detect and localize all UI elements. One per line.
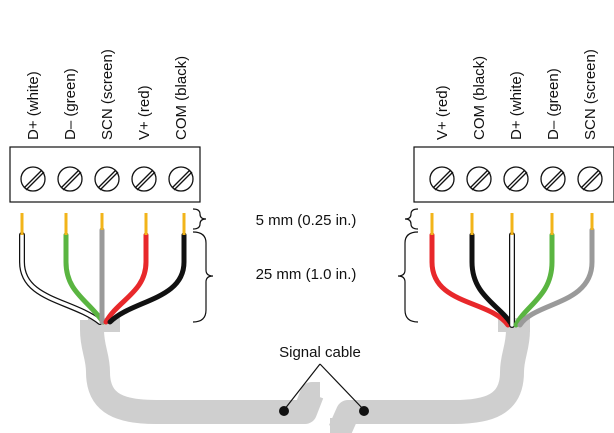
right-screen-wire [517,227,595,328]
left-terminal-block [9,146,201,203]
right-pin-label: SCN (screen) [582,49,599,140]
callout-dot-icon [279,406,289,416]
jacket-strip-length-label: 25 mm (1.0 in.) [256,266,357,283]
cable-jacket-left [80,318,324,424]
left-terminal-screws [20,166,194,192]
left-small-brace [192,208,207,230]
left-pin-labels: D+ (white) D– (green) SCN (screen) V+ (r… [25,49,190,140]
left-red-wire [103,232,149,325]
right-pin-label: COM (black) [471,56,488,140]
right-pin-label: V+ (red) [434,85,451,140]
left-white-wire-outline [19,232,103,325]
right-large-brace [397,231,419,323]
right-small-brace [404,208,419,230]
left-pin-label: D– (green) [62,68,79,140]
right-green-wire [513,232,555,328]
right-terminal-block [413,146,614,203]
left-green-wire [63,232,106,325]
right-red-wire [429,232,511,328]
strip-length-label: 5 mm (0.25 in.) [256,212,357,229]
right-black-wire [469,232,515,328]
left-pin-label: D+ (white) [25,71,42,140]
signal-cable-label: Signal cable [279,344,361,361]
left-pin-label: SCN (screen) [99,49,116,140]
right-wires [429,213,595,328]
left-wires [19,213,187,325]
callout-dot-icon [359,406,369,416]
right-pin-label: D– (green) [545,68,562,140]
signal-cable [80,318,530,433]
left-black-wire [107,232,187,325]
right-terminal-screws [429,166,603,192]
left-pin-label: V+ (red) [136,85,153,140]
left-white-wire [20,233,102,324]
cable-jacket-right [328,318,530,433]
left-large-brace [192,231,214,323]
left-pin-label: COM (black) [173,56,190,140]
dimension-braces [192,208,419,323]
right-pin-labels: V+ (red) COM (black) D+ (white) D– (gree… [434,49,599,140]
signal-cable-callout-lines [283,363,365,411]
right-pin-label: D+ (white) [508,71,525,140]
